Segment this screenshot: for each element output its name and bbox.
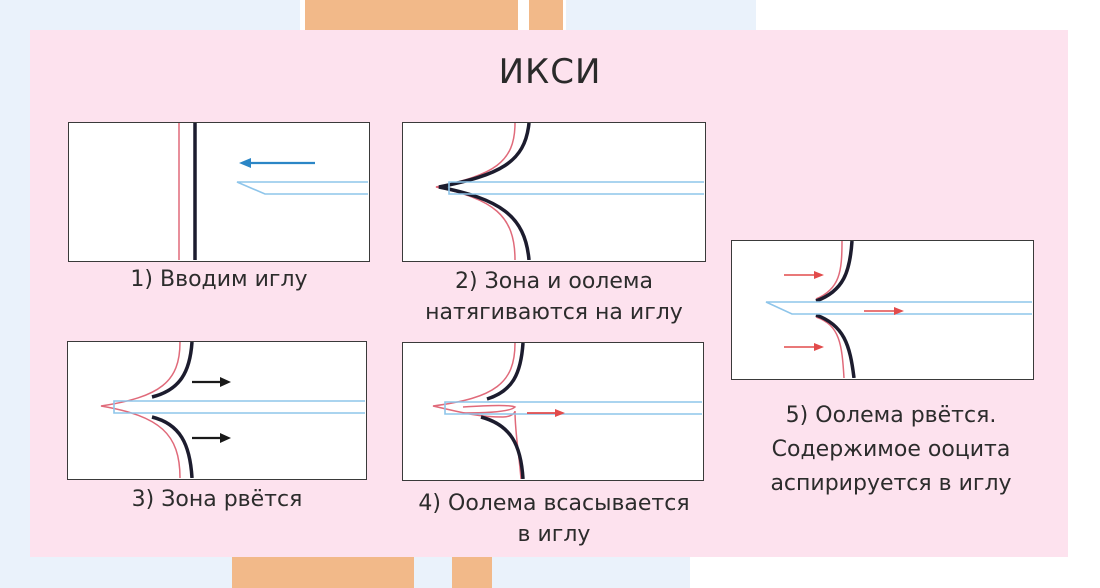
step-1-text: Вводим иглу — [160, 267, 308, 292]
oolemma-curve — [435, 123, 516, 260]
step-4-text-line2: в иглу — [517, 522, 591, 547]
diagram-title: ИКСИ — [498, 52, 602, 92]
flow-arrow-top-head — [814, 271, 824, 279]
zona-curve-lower — [151, 415, 194, 478]
oolemma-curve — [100, 342, 181, 478]
step-2-panel — [402, 122, 706, 262]
zona-curve-upper — [486, 343, 525, 401]
flow-arrow-bottom-head — [814, 343, 824, 351]
oolemma-lower — [815, 316, 845, 378]
zona-arrow-lower-head — [220, 433, 231, 443]
needle — [448, 181, 704, 195]
step-5-text-line1: Оолема рвётся. — [815, 403, 997, 428]
background-blue-bottom — [400, 555, 690, 588]
step-4-panel — [402, 342, 704, 481]
step-4-caption: 4) Оолема всасывается в иглу — [392, 488, 716, 550]
zona-arrow-upper-head — [220, 377, 231, 387]
needle — [236, 181, 368, 195]
step-5-text-line3: аспирируется в иглу — [770, 471, 1012, 496]
step-2-text-line1: Зона и оолема — [484, 269, 653, 294]
step-2-caption: 2) Зона и оолема натягиваются на иглу — [392, 266, 716, 328]
step-2-number: 2) — [455, 269, 478, 294]
step-5-text-line2: Содержимое ооцита — [771, 437, 1011, 462]
step-2-text-line2: натягиваются на иглу — [425, 300, 683, 325]
background-orange-top-right — [529, 0, 563, 34]
needle — [765, 301, 1032, 315]
step-1-number: 1) — [130, 267, 154, 292]
needle — [444, 401, 702, 415]
zona-curve-upper — [815, 241, 854, 303]
suction-arrow-head — [555, 409, 565, 417]
step-3-panel — [67, 341, 367, 480]
zona-curve-lower — [815, 313, 856, 378]
needle — [113, 400, 365, 414]
zona-curve-upper — [151, 342, 194, 399]
zona-curve-lower — [480, 415, 525, 479]
step-4-text-line1: Оолема всасывается — [448, 491, 690, 516]
step-3-caption: 3) Зона рвётся — [67, 484, 367, 515]
step-3-number: 3) — [131, 487, 155, 512]
zona-curve — [438, 123, 531, 260]
step-3-text: Зона рвётся — [161, 487, 303, 512]
step-4-number: 4) — [418, 491, 441, 516]
oolemma-in-needle — [462, 404, 517, 414]
step-5-panel — [731, 240, 1034, 380]
step-1-caption: 1) Вводим иглу — [68, 264, 370, 295]
oolemma-curve — [432, 343, 522, 479]
background-orange-top-left — [305, 0, 518, 34]
step-5-caption: 5) Оолема рвётся. Содержимое ооцита аспи… — [731, 399, 1051, 501]
direction-arrow-head — [239, 158, 251, 168]
step-1-panel — [68, 122, 370, 262]
background-orange-bottom-right — [452, 555, 492, 588]
step-5-number: 5) — [785, 403, 809, 428]
flow-arrow-mid-head — [894, 307, 904, 315]
oolemma-upper — [815, 241, 843, 300]
background-orange-bottom-left — [232, 555, 414, 588]
